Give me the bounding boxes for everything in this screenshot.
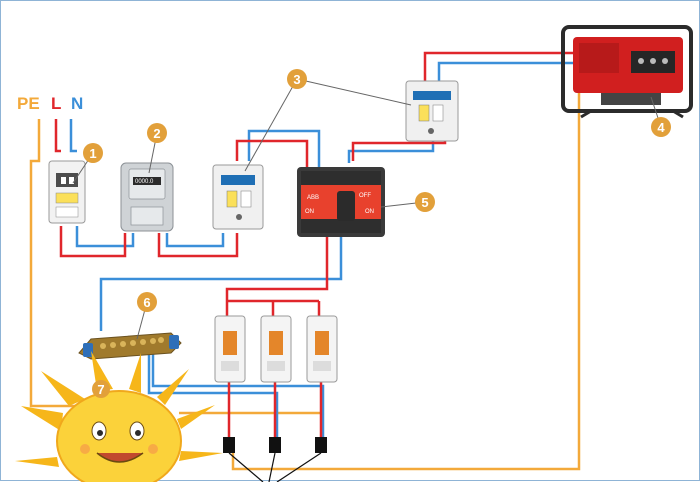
circuit-breaker-group: [214, 315, 338, 383]
phase-wires: [54, 51, 573, 441]
svg-text:6: 6: [143, 295, 150, 310]
generator-icon: [561, 25, 693, 119]
circuit-breaker-1: [214, 315, 246, 383]
svg-text:5: 5: [421, 195, 428, 210]
rcd-icon: [212, 164, 264, 230]
label-pe: PE: [17, 94, 40, 113]
switch-on-right: ON: [365, 209, 374, 215]
number-markers: 1 2 3 4 5 6 7: [83, 69, 671, 398]
svg-text:4: 4: [657, 120, 665, 135]
label-l: L: [51, 94, 61, 113]
energy-meter-icon: 0000.0: [120, 162, 174, 232]
busbar-icon: [78, 332, 182, 360]
label-n: N: [71, 94, 83, 113]
circuit-breaker-2: [260, 315, 292, 383]
circuit-breaker-3: [306, 315, 338, 383]
earth-wires: [29, 93, 581, 471]
switch-on-left: ON: [305, 209, 314, 215]
terminal-blocks: [223, 437, 327, 453]
marker-7: 7: [92, 380, 110, 398]
marker-3: 3: [287, 69, 307, 89]
svg-text:3: 3: [293, 72, 300, 87]
marker-1: 1: [83, 143, 103, 163]
rcd-icon-top: [405, 80, 459, 142]
sun-icon: [15, 351, 223, 482]
svg-text:2: 2: [153, 126, 160, 141]
neutral-wires: [69, 61, 573, 441]
marker-6: 6: [137, 292, 157, 312]
switch-brand: ABB: [307, 195, 319, 201]
svg-text:1: 1: [89, 146, 96, 161]
marker-4: 4: [651, 117, 671, 137]
marker-5: 5: [415, 192, 435, 212]
changeover-switch-icon: ABB OFF ON ON: [297, 167, 385, 237]
breaker-icon: [48, 160, 86, 224]
svg-text:7: 7: [97, 382, 104, 397]
terminal-leads: [228, 452, 322, 482]
switch-off-label: OFF: [359, 193, 371, 199]
marker-2: 2: [147, 123, 167, 143]
svg-text:0000.0: 0000.0: [135, 179, 154, 185]
